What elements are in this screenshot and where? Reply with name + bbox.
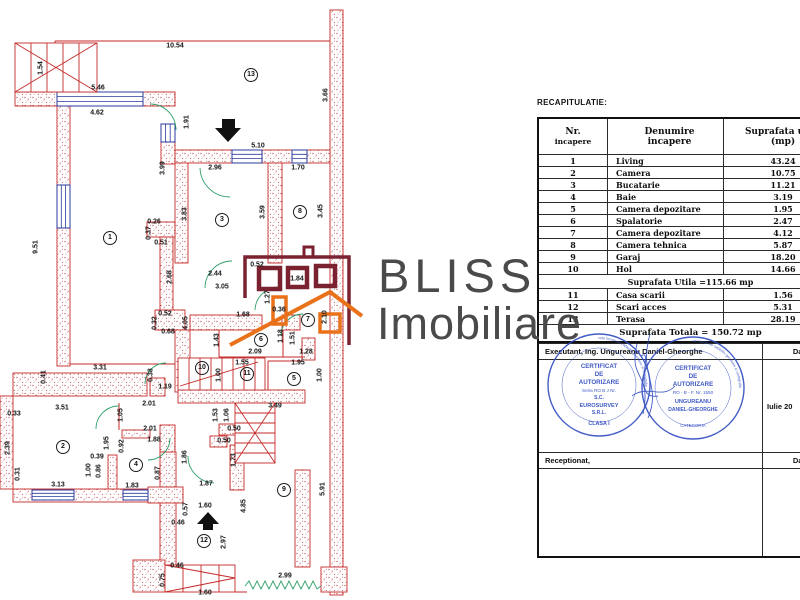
- subtotal-label: Suprafata Utila =115.66 mp: [537, 274, 800, 289]
- room-name: Camera depozitare: [607, 226, 724, 239]
- direction-arrows-group: [197, 119, 241, 530]
- windows-group: [31, 91, 308, 501]
- room-name: Bucatarie: [607, 178, 724, 191]
- exterior-stair-top-left: [14, 42, 98, 93]
- logo-brand-name: BLISS: [378, 249, 537, 302]
- room-nr: 13: [537, 312, 608, 325]
- floor-plan-drawing: [0, 9, 364, 596]
- room-area: 18.20: [723, 250, 800, 263]
- room-area: 2.47: [723, 214, 800, 227]
- room-name: Scari acces: [607, 300, 724, 313]
- header-suprafata: Suprafata utila(mp): [723, 117, 800, 155]
- room-name: Hol: [607, 262, 724, 275]
- room-nr: 2: [537, 166, 608, 179]
- empty-cell: [537, 468, 763, 557]
- header-nr: Nr.incapere: [537, 117, 608, 155]
- arrow-up-icon: [197, 512, 219, 530]
- room-name: Camera: [607, 166, 724, 179]
- partition-lines-group: [54, 40, 330, 593]
- date-header: Data: [762, 452, 800, 469]
- stairs-group: [14, 42, 276, 593]
- room-area: 3.19: [723, 190, 800, 203]
- room-name: Terasa: [607, 312, 724, 325]
- room-name: Camera tehnica: [607, 238, 724, 251]
- date-header: Data: [762, 343, 800, 360]
- room-nr: 3: [537, 178, 608, 191]
- room-nr: 10: [537, 262, 608, 275]
- logo-house-icon: [229, 245, 364, 347]
- interior-stair-lower: [234, 402, 276, 464]
- empty-row: [537, 468, 800, 557]
- room-name: Casa scarii: [607, 288, 724, 301]
- room-area: 43.24: [723, 154, 800, 167]
- room-area: 14.66: [723, 262, 800, 275]
- room-nr: 5: [537, 202, 608, 215]
- exterior-stair-bottom: [164, 564, 236, 593]
- recap-table-title: RECAPITULATIE:: [537, 98, 608, 107]
- room-area: 4.12: [723, 226, 800, 239]
- arrow-down-icon: [215, 119, 241, 142]
- interior-stair-casa-scarii: [177, 357, 266, 391]
- room-area: 11.21: [723, 178, 800, 191]
- empty-cell: [762, 468, 800, 557]
- room-name: Garaj: [607, 250, 724, 263]
- room-nr: 4: [537, 190, 608, 203]
- room-name: Living: [607, 154, 724, 167]
- room-nr: 6: [537, 214, 608, 227]
- room-area: 1.95: [723, 202, 800, 215]
- subtotal-row: Suprafata Utila =115.66 mp: [537, 274, 800, 289]
- room-name: Baie: [607, 190, 724, 203]
- room-nr: 9: [537, 250, 608, 263]
- stamp-cell: [537, 359, 763, 453]
- date-value: Iulie 20: [762, 359, 800, 453]
- room-nr: 8: [537, 238, 608, 251]
- room-nr: 7: [537, 226, 608, 239]
- garage-opening-zigzag: [244, 579, 322, 591]
- room-name: Spalatorie: [607, 214, 724, 227]
- room-area: 28.19: [723, 312, 800, 325]
- receptionat-row: Receptionat, Data: [537, 452, 800, 469]
- room-area: 5.31: [723, 300, 800, 313]
- room-nr: 1: [537, 154, 608, 167]
- room-area: 10.75: [723, 166, 800, 179]
- walls-group: [0, 9, 348, 596]
- room-area: 5.87: [723, 238, 800, 251]
- received-label: Receptionat,: [537, 452, 763, 469]
- room-area: 1.56: [723, 288, 800, 301]
- room-name: Camera depozitare: [607, 202, 724, 215]
- logo-brand-subtitle: Imobiliare: [377, 298, 583, 349]
- signature-block-table: Executant, Ing. Ungureanu Daniel-Gheorgh…: [537, 343, 800, 558]
- stamp-row: Iulie 20: [537, 359, 800, 453]
